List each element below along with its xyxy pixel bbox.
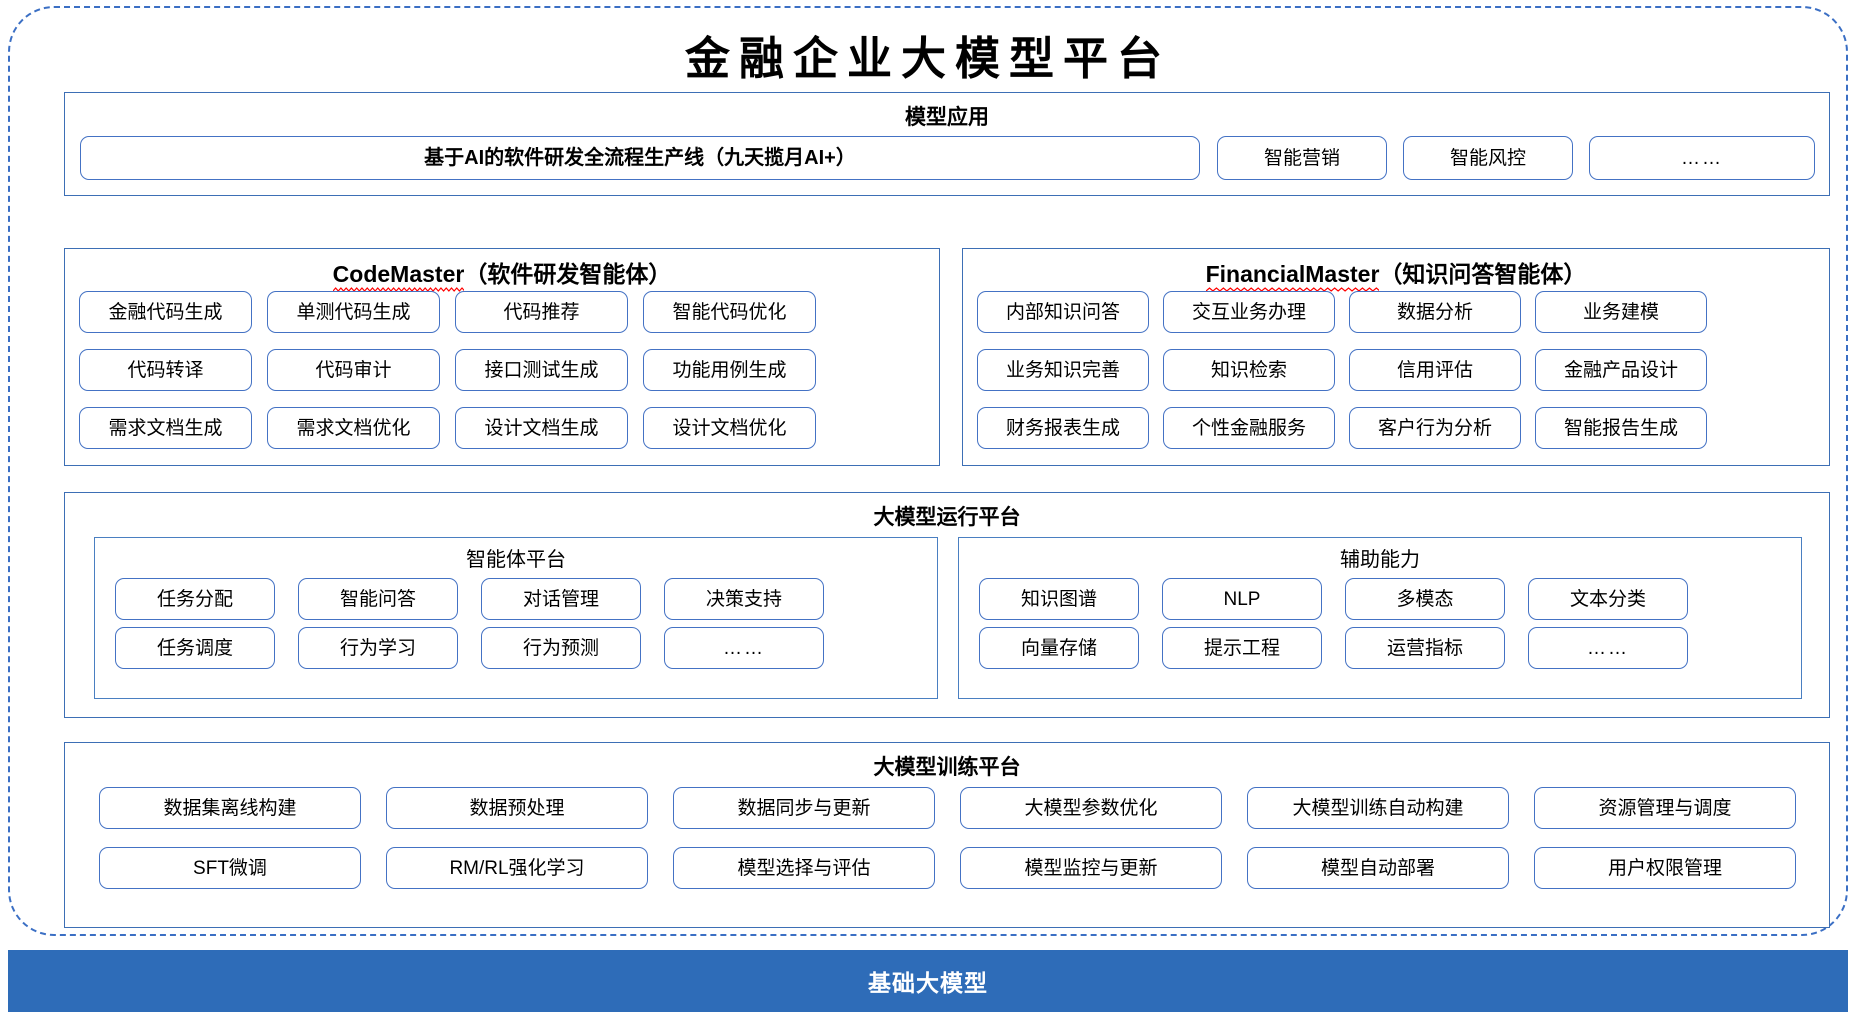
code-master-name: CodeMaster bbox=[332, 261, 465, 287]
financial-master-suffix: （知识问答智能体） bbox=[1379, 261, 1587, 287]
model-application-item-0[interactable]: 智能营销 bbox=[1217, 136, 1387, 180]
training-platform-item-1-0[interactable]: SFT微调 bbox=[99, 847, 361, 889]
training-platform-item-1-3[interactable]: 模型监控与更新 bbox=[960, 847, 1222, 889]
financial-master-item-2-1[interactable]: 个性金融服务 bbox=[1163, 407, 1335, 449]
agent-platform-item-1-1[interactable]: 行为学习 bbox=[298, 627, 458, 669]
code-master-item-0-1[interactable]: 单测代码生成 bbox=[267, 291, 440, 333]
support-capability-item-0-3[interactable]: 文本分类 bbox=[1528, 578, 1688, 620]
panel-financial-master: FinancialMaster （知识问答智能体） 内部知识问答 交互业务办理 … bbox=[962, 248, 1830, 466]
agent-platform-item-0-3[interactable]: 决策支持 bbox=[664, 578, 824, 620]
code-master-item-2-3[interactable]: 设计文档优化 bbox=[643, 407, 816, 449]
panel-training-platform: 大模型训练平台 数据集离线构建 数据预处理 数据同步与更新 大模型参数优化 大模… bbox=[64, 742, 1830, 928]
training-platform-item-0-1[interactable]: 数据预处理 bbox=[386, 787, 648, 829]
support-capability-item-1-1[interactable]: 提示工程 bbox=[1162, 627, 1322, 669]
financial-master-item-0-0[interactable]: 内部知识问答 bbox=[977, 291, 1149, 333]
agent-platform-item-0-0[interactable]: 任务分配 bbox=[115, 578, 275, 620]
agent-platform-item-1-2[interactable]: 行为预测 bbox=[481, 627, 641, 669]
financial-master-name: FinancialMaster bbox=[1205, 261, 1380, 287]
training-platform-item-1-5[interactable]: 用户权限管理 bbox=[1534, 847, 1796, 889]
agent-platform-item-1-3[interactable]: …… bbox=[664, 627, 824, 669]
base-model-label: 基础大模型 bbox=[868, 970, 988, 996]
code-master-suffix: （软件研发智能体） bbox=[464, 261, 672, 287]
runtime-platform-title: 大模型运行平台 bbox=[873, 506, 1021, 529]
subpanel-agent-platform: 智能体平台 任务分配 智能问答 对话管理 决策支持 任务调度 行为学习 行为预测… bbox=[94, 537, 938, 699]
financial-master-item-0-3[interactable]: 业务建模 bbox=[1535, 291, 1707, 333]
financial-master-item-1-2[interactable]: 信用评估 bbox=[1349, 349, 1521, 391]
subpanel-support-capability: 辅助能力 知识图谱 NLP 多模态 文本分类 向量存储 提示工程 运营指标 …… bbox=[958, 537, 1802, 699]
code-master-item-2-2[interactable]: 设计文档生成 bbox=[455, 407, 628, 449]
financial-master-item-1-1[interactable]: 知识检索 bbox=[1163, 349, 1335, 391]
training-platform-item-0-5[interactable]: 资源管理与调度 bbox=[1534, 787, 1796, 829]
financial-master-item-2-3[interactable]: 智能报告生成 bbox=[1535, 407, 1707, 449]
code-master-item-0-2[interactable]: 代码推荐 bbox=[455, 291, 628, 333]
agent-platform-item-0-1[interactable]: 智能问答 bbox=[298, 578, 458, 620]
training-platform-item-0-4[interactable]: 大模型训练自动构建 bbox=[1247, 787, 1509, 829]
training-platform-item-1-4[interactable]: 模型自动部署 bbox=[1247, 847, 1509, 889]
code-master-item-1-2[interactable]: 接口测试生成 bbox=[455, 349, 628, 391]
outer-dashed-boundary bbox=[8, 6, 1848, 936]
support-capability-item-0-0[interactable]: 知识图谱 bbox=[979, 578, 1139, 620]
support-capability-item-1-3[interactable]: …… bbox=[1528, 627, 1688, 669]
page-title: 金融企业大模型平台 bbox=[684, 32, 1171, 85]
model-application-item-1[interactable]: 智能风控 bbox=[1403, 136, 1573, 180]
training-platform-item-0-0[interactable]: 数据集离线构建 bbox=[99, 787, 361, 829]
code-master-title: CodeMaster （软件研发智能体） bbox=[65, 255, 939, 289]
model-application-item-2[interactable]: …… bbox=[1589, 136, 1815, 180]
training-platform-item-0-2[interactable]: 数据同步与更新 bbox=[673, 787, 935, 829]
panel-runtime-platform: 大模型运行平台 智能体平台 任务分配 智能问答 对话管理 决策支持 任务调度 行… bbox=[64, 492, 1830, 718]
support-capability-item-0-1[interactable]: NLP bbox=[1162, 578, 1322, 620]
financial-master-name-wrap: FinancialMaster bbox=[1205, 261, 1380, 288]
financial-master-item-1-3[interactable]: 金融产品设计 bbox=[1535, 349, 1707, 391]
training-platform-item-1-1[interactable]: RM/RL强化学习 bbox=[386, 847, 648, 889]
financial-master-item-0-1[interactable]: 交互业务办理 bbox=[1163, 291, 1335, 333]
code-master-item-0-0[interactable]: 金融代码生成 bbox=[79, 291, 252, 333]
panel-code-master: CodeMaster （软件研发智能体） 金融代码生成 单测代码生成 代码推荐 … bbox=[64, 248, 940, 466]
code-master-name-wrap: CodeMaster bbox=[332, 261, 465, 288]
support-capability-item-0-2[interactable]: 多模态 bbox=[1345, 578, 1505, 620]
code-master-item-1-0[interactable]: 代码转译 bbox=[79, 349, 252, 391]
agent-platform-item-0-2[interactable]: 对话管理 bbox=[481, 578, 641, 620]
training-platform-title: 大模型训练平台 bbox=[873, 756, 1021, 779]
financial-master-item-0-2[interactable]: 数据分析 bbox=[1349, 291, 1521, 333]
support-capability-item-1-0[interactable]: 向量存储 bbox=[979, 627, 1139, 669]
code-master-item-1-1[interactable]: 代码审计 bbox=[267, 349, 440, 391]
financial-master-title: FinancialMaster （知识问答智能体） bbox=[963, 255, 1829, 289]
base-model-band: 基础大模型 bbox=[8, 950, 1848, 1012]
financial-master-item-1-0[interactable]: 业务知识完善 bbox=[977, 349, 1149, 391]
agent-platform-item-1-0[interactable]: 任务调度 bbox=[115, 627, 275, 669]
support-capability-title: 辅助能力 bbox=[1340, 549, 1420, 571]
model-application-primary-item[interactable]: 基于AI的软件研发全流程生产线（九天揽月AI+） bbox=[80, 136, 1200, 180]
code-master-item-1-3[interactable]: 功能用例生成 bbox=[643, 349, 816, 391]
agent-platform-title: 智能体平台 bbox=[466, 549, 566, 571]
code-master-item-2-1[interactable]: 需求文档优化 bbox=[267, 407, 440, 449]
training-platform-item-1-2[interactable]: 模型选择与评估 bbox=[673, 847, 935, 889]
support-capability-item-1-2[interactable]: 运营指标 bbox=[1345, 627, 1505, 669]
financial-master-item-2-2[interactable]: 客户行为分析 bbox=[1349, 407, 1521, 449]
code-master-item-2-0[interactable]: 需求文档生成 bbox=[79, 407, 252, 449]
financial-master-item-2-0[interactable]: 财务报表生成 bbox=[977, 407, 1149, 449]
panel-model-application: 模型应用 基于AI的软件研发全流程生产线（九天揽月AI+） 智能营销 智能风控 … bbox=[64, 92, 1830, 196]
code-master-item-0-3[interactable]: 智能代码优化 bbox=[643, 291, 816, 333]
training-platform-item-0-3[interactable]: 大模型参数优化 bbox=[960, 787, 1222, 829]
model-application-title: 模型应用 bbox=[905, 106, 989, 129]
